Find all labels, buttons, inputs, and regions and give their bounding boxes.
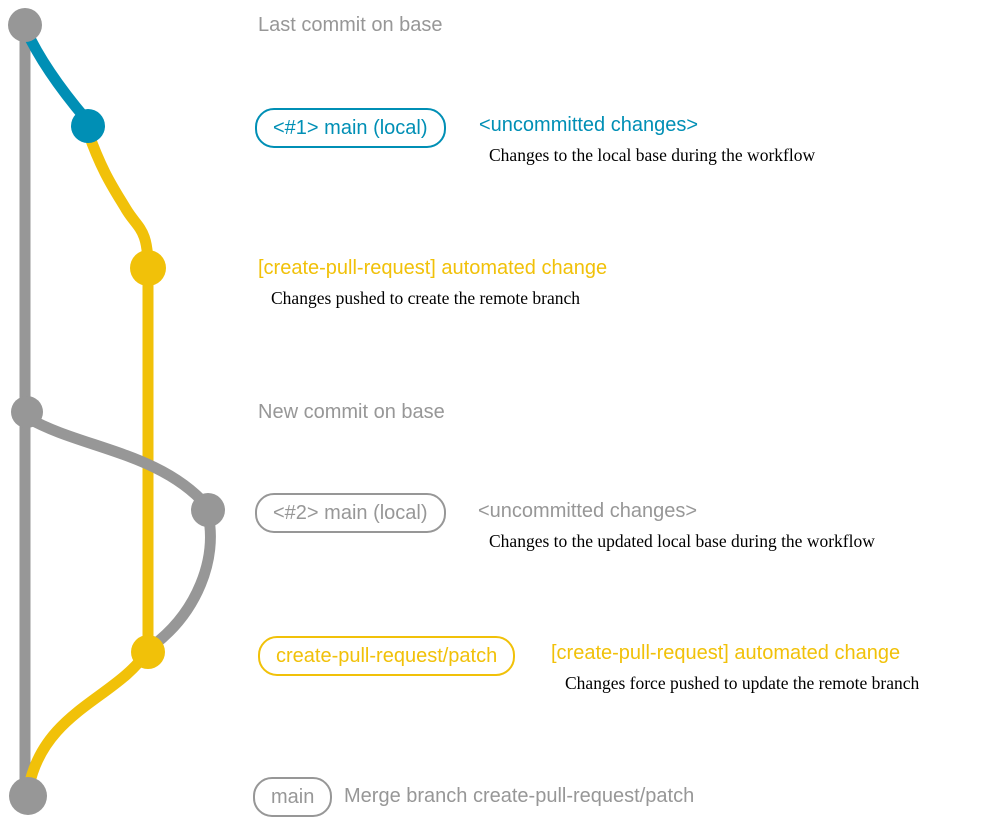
uncommitted-changes-1-message: <uncommitted changes>	[479, 114, 699, 136]
new-commit-message: New commit on base	[258, 401, 445, 423]
commit-dot-uncommitted-2	[191, 493, 225, 527]
local-main-branch-line	[20, 24, 91, 124]
commit-dot-uncommitted-1	[71, 109, 105, 143]
commit-dot-automated-1	[130, 250, 166, 286]
git-graph	[8, 8, 225, 815]
automated-change-2-message: [create-pull-request] automated change	[551, 642, 901, 664]
patch-branch-badge: create-pull-request/patch	[258, 636, 516, 676]
uncommitted-changes-1-note: Changes to the local base during the wor…	[489, 145, 816, 165]
main-local-1-branch-badge: <#1> main (local)	[255, 108, 446, 148]
automated-change-1-note: Changes pushed to create the remote bran…	[271, 288, 581, 308]
merge-commit-message: Merge branch create-pull-request/patch	[344, 785, 695, 807]
automated-change-1-message: [create-pull-request] automated change	[258, 257, 608, 279]
commit-dot-automated-2	[131, 635, 165, 669]
main-branch-badge: main	[253, 777, 333, 817]
automated-change-2-note: Changes force pushed to update the remot…	[565, 673, 920, 693]
commit-dot-new-base	[11, 396, 43, 428]
uncommitted-changes-2-message: <uncommitted changes>	[478, 500, 698, 522]
commit-dot-last-base	[8, 8, 42, 42]
local-main-2-branch-line	[22, 412, 216, 650]
main-local-2-branch-badge: <#2> main (local)	[255, 493, 446, 533]
commit-dot-merge	[9, 777, 47, 815]
last-commit-message: Last commit on base	[258, 14, 443, 36]
uncommitted-changes-2-note: Changes to the updated local base during…	[489, 531, 875, 551]
